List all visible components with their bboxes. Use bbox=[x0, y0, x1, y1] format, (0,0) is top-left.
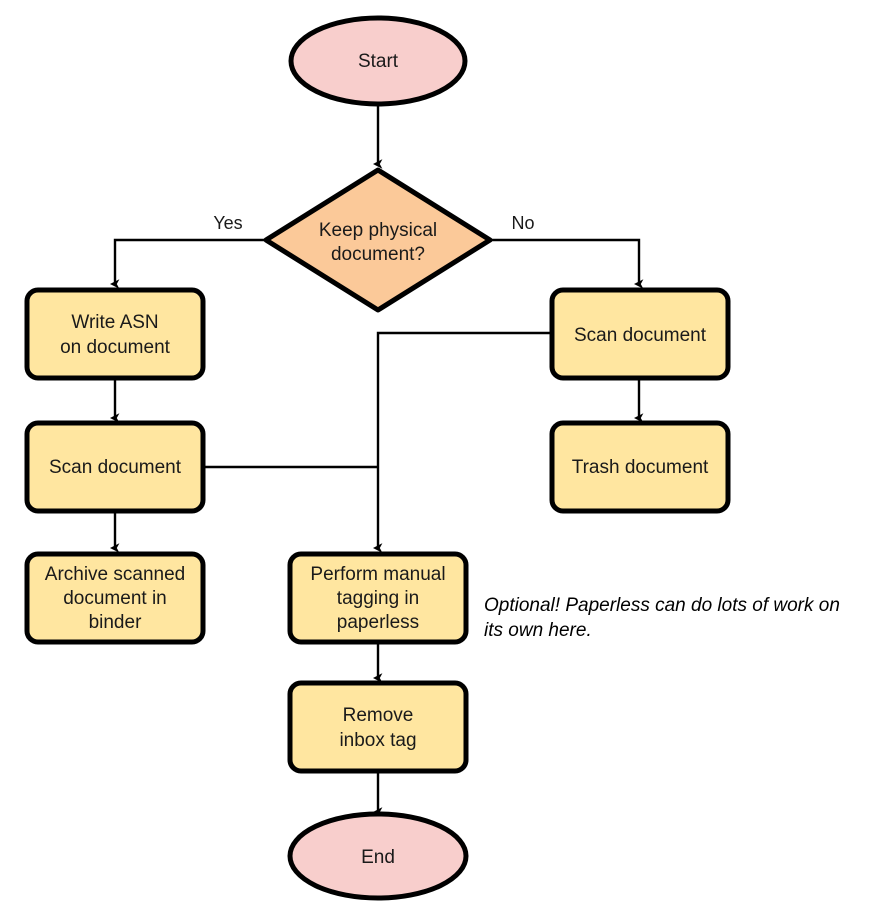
node-remove-inbox-tag[interactable]: Remove inbox tag bbox=[287, 680, 469, 774]
node-scan-document-right[interactable]: Scan document bbox=[549, 287, 731, 381]
edge-label-no: No bbox=[511, 213, 534, 233]
start-label: Start bbox=[358, 51, 399, 72]
archive-label-line3: binder bbox=[89, 612, 142, 633]
edge-scanright-to-tagging bbox=[373, 331, 552, 553]
tagging-label-line3: paperless bbox=[337, 612, 419, 633]
decision-label-line2: document? bbox=[331, 244, 425, 265]
edge-labels-layer: Yes No bbox=[213, 213, 534, 233]
node-decision-keep-physical-document[interactable]: Keep physical document? bbox=[263, 167, 493, 313]
annotation-optional-note: Optional! Paperless can do lots of work … bbox=[484, 595, 840, 641]
end-ellipse-shape bbox=[287, 811, 469, 901]
end-label: End bbox=[361, 847, 395, 868]
write-asn-label-line1: Write ASN bbox=[71, 312, 158, 333]
node-perform-manual-tagging[interactable]: Perform manual tagging in paperless bbox=[287, 551, 469, 645]
tagging-label-line1: Perform manual bbox=[310, 564, 445, 585]
node-trash-document[interactable]: Trash document bbox=[549, 420, 731, 514]
node-write-asn-on-document[interactable]: Write ASN on document bbox=[24, 287, 206, 381]
write-asn-box-shape bbox=[24, 287, 206, 381]
node-scan-document-left[interactable]: Scan document bbox=[24, 420, 206, 514]
scan-document-right-box-shape bbox=[549, 287, 731, 381]
node-start[interactable]: Start bbox=[288, 15, 468, 107]
annotation-line2: its own here. bbox=[484, 620, 592, 641]
edge-label-yes: Yes bbox=[213, 213, 242, 233]
edge-decision-no bbox=[490, 238, 644, 289]
edges-layer bbox=[110, 102, 644, 817]
annotation-line1: Optional! Paperless can do lots of work … bbox=[484, 595, 840, 616]
node-archive-scanned-document[interactable]: Archive scanned document in binder bbox=[24, 551, 206, 645]
tagging-label-line2: tagging in bbox=[337, 588, 419, 609]
scan-document-left-label: Scan document bbox=[49, 457, 182, 478]
edge-decision-yes bbox=[110, 238, 265, 289]
start-ellipse-shape bbox=[288, 15, 468, 107]
trash-document-label: Trash document bbox=[572, 457, 709, 478]
tagging-box-shape bbox=[287, 551, 469, 645]
remove-inbox-box-shape bbox=[287, 680, 469, 774]
decision-label-line1: Keep physical bbox=[319, 220, 437, 241]
write-asn-label-line2: on document bbox=[60, 337, 171, 358]
decision-diamond-shape bbox=[263, 167, 493, 313]
archive-box-shape bbox=[24, 551, 206, 645]
scan-document-left-box-shape bbox=[24, 420, 206, 514]
remove-inbox-label-line1: Remove bbox=[343, 705, 414, 726]
node-end[interactable]: End bbox=[287, 811, 469, 901]
archive-label-line1: Archive scanned bbox=[45, 564, 185, 585]
archive-label-line2: document in bbox=[63, 588, 167, 609]
remove-inbox-label-line2: inbox tag bbox=[339, 730, 416, 751]
trash-document-box-shape bbox=[549, 420, 731, 514]
scan-document-right-label: Scan document bbox=[574, 325, 707, 346]
